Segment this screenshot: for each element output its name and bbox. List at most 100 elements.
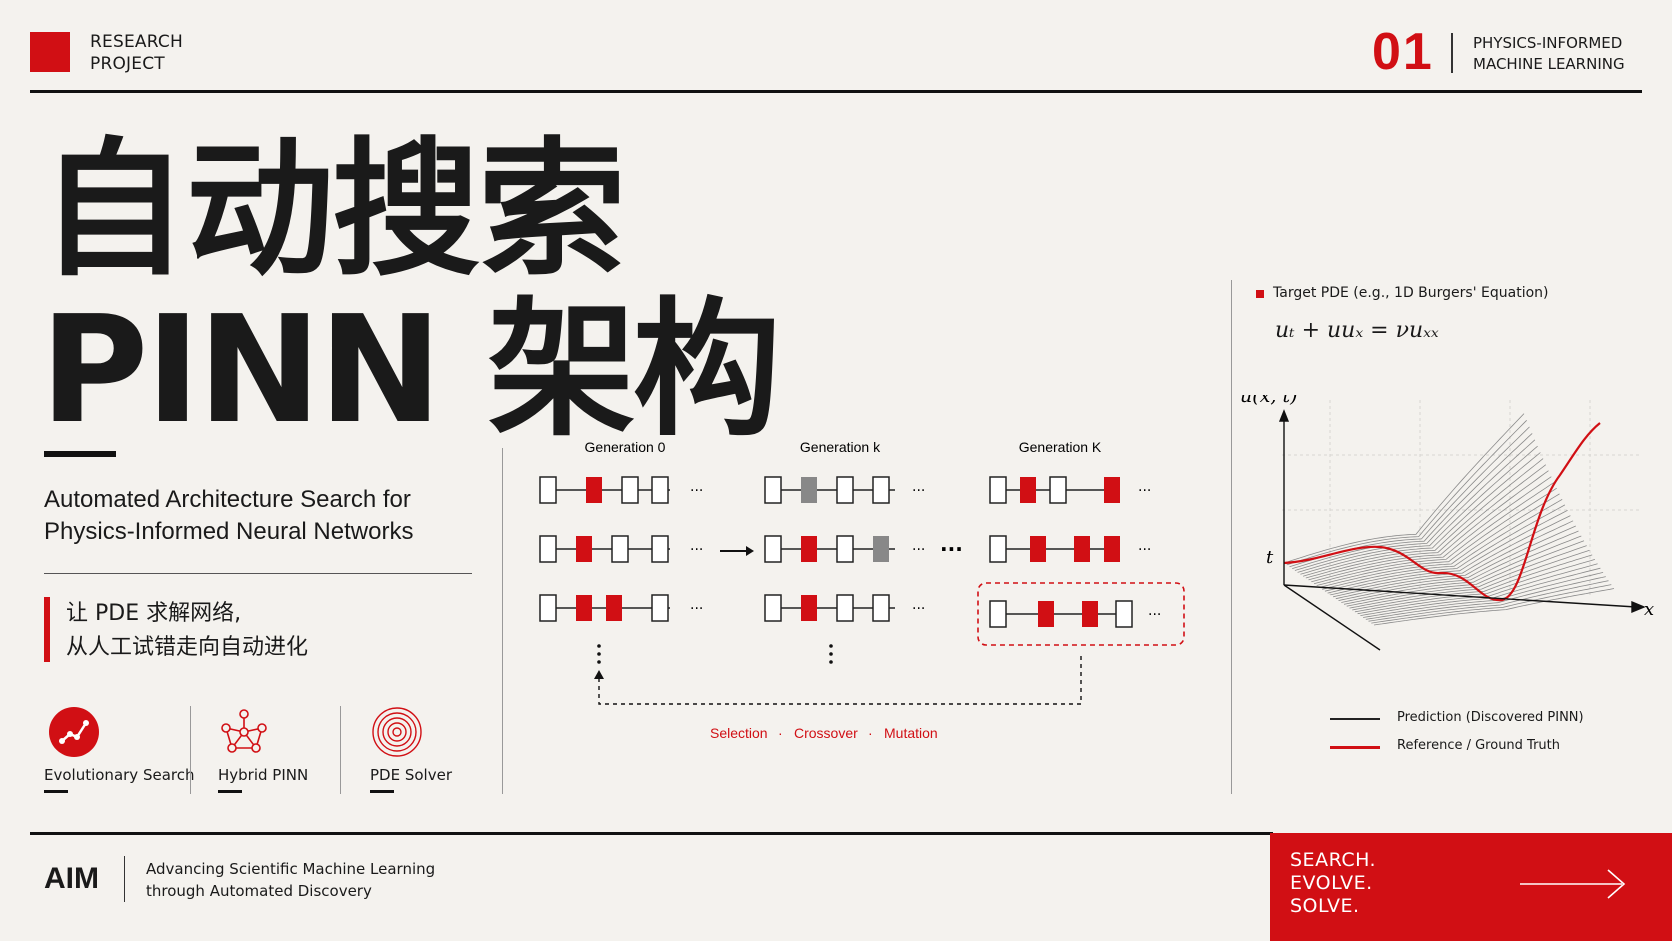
architecture-row [989,476,1120,504]
right-arrow-icon [720,546,754,556]
architecture-row [539,594,670,622]
header-label-line1: RESEARCH [90,32,183,52]
surface-mesh-line [1316,487,1557,586]
legend-reference-swatch [1330,746,1380,749]
surface-mesh-line [1327,509,1568,594]
footer-divider [124,856,125,902]
footer-tagline: Advancing Scientific Machine Learning th… [146,858,435,902]
header-label: RESEARCH PROJECT [90,31,183,75]
op-mutation: Mutation [884,725,938,741]
feature-evolutionary-search: Evolutionary Search [44,706,194,793]
axis-label-t: t [1266,547,1274,568]
brand-square [30,32,70,72]
surface-mesh-line [1368,580,1609,622]
op-separator: · [868,725,873,741]
evolution-operators: Selection · Crossover · Mutation [710,725,938,741]
op-separator: · [778,725,783,741]
ellipsis: ··· [690,542,703,558]
surface-mesh-line [1333,520,1574,598]
ellipsis: ··· [912,483,925,499]
plot-grid [1282,400,1640,595]
vertical-ellipsis [597,644,833,664]
legend-prediction-label: Prediction (Discovered PINN) [1397,710,1584,725]
surface-mesh-line [1341,535,1582,603]
architecture-row [764,476,895,504]
cta-text[interactable]: SEARCH. EVOLVE. SOLVE. [1290,849,1376,918]
target-pde-label: Target PDE (e.g., 1D Burgers' Equation) [1273,285,1549,301]
concentric-rings-icon [372,707,422,757]
column-divider-right [1231,280,1232,794]
cta-panel[interactable] [1270,833,1672,941]
surface-mesh-line [1371,584,1612,624]
feature-divider [340,706,341,794]
surface-mesh-line [1324,504,1566,592]
quote-line2: 从人工试错走向自动进化 [66,635,309,660]
section-number: 01 [1372,23,1434,81]
surface-mesh-line [1365,576,1606,620]
page-title-line2: PINN 架构 [40,284,781,456]
surface-mesh-line [1302,458,1544,577]
generation-0-label: Generation 0 [585,439,666,455]
header-label-line2: PROJECT [90,54,165,74]
surface-mesh-line [1352,554,1593,611]
surface-mesh-line [1360,567,1601,616]
axis-label-u: u(x, t) [1240,395,1298,407]
arrow-right-icon[interactable] [1518,866,1628,902]
feature-label: PDE Solver [370,766,452,784]
solution-surface-plot: u(x, t) t x [1240,395,1654,651]
cta-line2: EVOLVE. [1290,872,1373,894]
reference-curve [1283,422,1601,602]
surface-mesh-line [1313,482,1555,585]
page-title-line1: 自动搜索 [40,124,626,296]
surface-mesh-line [1363,572,1604,618]
ellipsis-between-generations: ··· [940,537,963,561]
architecture-row [764,594,895,622]
header-topic: PHYSICS-INFORMED MACHINE LEARNING [1473,33,1625,75]
network-icon [221,709,267,753]
surface-mesh-line [1297,445,1538,573]
generation-k-label: Generation k [800,439,881,455]
ellipsis: ··· [912,601,925,617]
surface-mesh-line [1343,540,1585,605]
surface-mesh-line [1308,470,1549,581]
architecture-row [539,476,670,504]
feature-pde-solver: PDE Solver [370,706,452,793]
tagline-quote: 让 PDE 求解网络, 从人工试错走向自动进化 [66,597,308,665]
op-selection: Selection [710,725,768,741]
surface-mesh [1283,413,1615,626]
ellipsis: ··· [690,483,703,499]
feature-label: Evolutionary Search [44,766,195,784]
surface-mesh-line [1286,420,1527,566]
ellipsis: ··· [690,601,703,617]
evolution-icon [49,707,99,757]
cta-line1: SEARCH. [1290,849,1377,871]
best-architecture-highlight [977,582,1185,646]
quote-line1: 让 PDE 求解网络, [66,601,242,626]
ellipsis: ··· [1138,542,1151,558]
generation-K-label: Generation K [1019,439,1102,455]
footer-brand: AIM [44,862,99,895]
op-crossover: Crossover [794,725,858,741]
surface-mesh-line [1346,545,1587,607]
surface-mesh-line [1322,499,1563,590]
surface-mesh-line [1292,433,1533,569]
surface-mesh-line [1311,476,1552,583]
header-rule [30,90,1642,93]
axis-label-x: x [1644,599,1654,620]
surface-mesh-line [1354,559,1596,613]
quote-bar [44,597,50,662]
surface-mesh-line [1349,549,1590,609]
bullet-square [1256,290,1264,298]
ellipsis: ··· [1138,483,1151,499]
footer-tagline-line1: Advancing Scientific Machine Learning [146,860,436,878]
evolution-diagram: Generation 0 Generation k Generation K ·… [539,439,1185,741]
footer-rule [30,832,1273,835]
column-divider-left [502,448,503,794]
feature-underline [370,790,394,793]
title-accent-bar [44,451,116,457]
legend-reference-label: Reference / Ground Truth [1397,738,1561,753]
surface-mesh-line [1294,439,1536,571]
architecture-row [539,535,670,563]
header-divider [1451,33,1453,73]
feature-hybrid-pinn: Hybrid PINN [218,706,308,793]
